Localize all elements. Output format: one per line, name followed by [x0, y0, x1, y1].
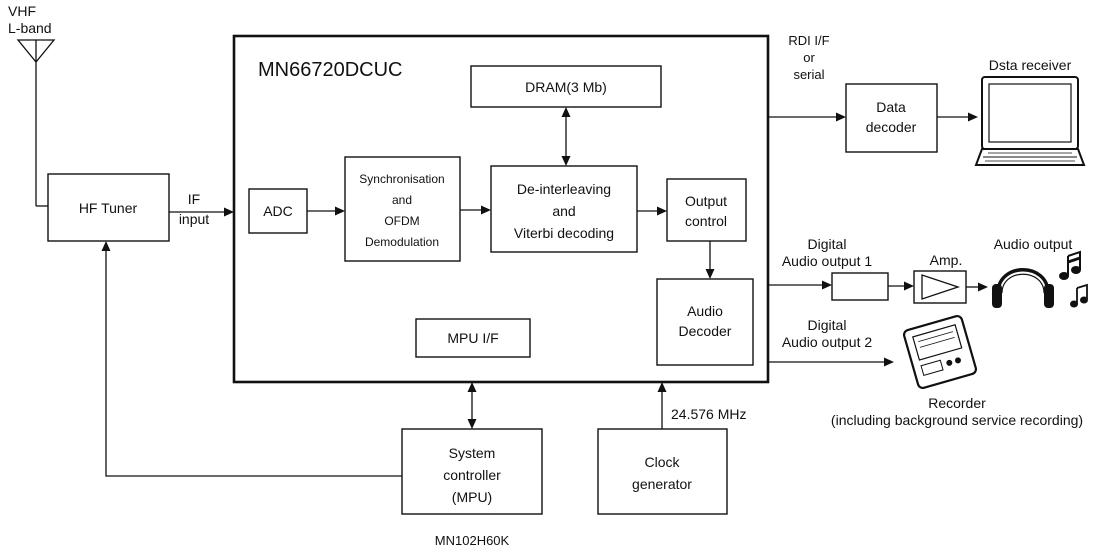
deint-to-output-arrow: [637, 206, 667, 216]
rdi-line3: serial: [793, 67, 824, 82]
output-to-audio-arrow: [705, 241, 715, 279]
dram-block: DRAM(3 Mb): [470, 65, 662, 108]
if-input-line2: input: [179, 211, 209, 227]
clock-line1: Clock: [644, 454, 680, 470]
amp-label: Amp.: [930, 252, 963, 268]
antenna: VHF L-band: [8, 3, 56, 207]
audio-decoder-line1: Audio: [687, 303, 723, 319]
clock-generator-block: Clock generator: [597, 428, 728, 515]
chip-to-controller-double-arrow: [467, 382, 477, 429]
system-controller-line2: controller: [443, 467, 501, 483]
headphones-icon: [992, 268, 1054, 308]
sync-line4: Demodulation: [365, 235, 439, 249]
dram-label: DRAM(3 Mb): [525, 79, 607, 95]
adc-block: ADC: [248, 188, 308, 234]
recorder-line1: Recorder: [928, 395, 986, 411]
chip-name: MN66720DCUC: [258, 59, 403, 81]
hf-tuner-label: HF Tuner: [79, 200, 138, 216]
digital-out1-line1: Digital: [808, 236, 847, 252]
output-control-line1: Output: [685, 193, 727, 209]
audio-out2-arrow: [768, 357, 894, 367]
digital-out1-line2: Audio output 1: [782, 253, 873, 269]
deint-line3: Viterbi decoding: [514, 225, 614, 241]
amp-icon: [913, 270, 967, 304]
digital-out2-line2: Audio output 2: [782, 334, 873, 350]
data-decoder-block: Data decoder: [845, 83, 938, 153]
sync-line3: OFDM: [384, 214, 419, 228]
antenna-label-line2: L-band: [8, 20, 52, 36]
music-notes-icon: [1059, 250, 1088, 308]
audio-decoder-block: Audio Decoder: [656, 278, 754, 366]
audio-output-label: Audio output: [994, 236, 1073, 252]
system-controller-line1: System: [449, 445, 496, 461]
data-decoder-line1: Data: [876, 99, 906, 115]
audio-out1-arrow: [768, 280, 832, 290]
laptop-icon: [974, 76, 1086, 166]
mpu-part-label: MN102H60K: [435, 533, 510, 548]
rdi-line1: RDI I/F: [788, 33, 829, 48]
output-control-line2: control: [685, 213, 727, 229]
rdi-arrow: [768, 112, 846, 122]
dram-deint-double-arrow: [561, 107, 571, 166]
if-input-line1: IF: [188, 191, 200, 207]
antenna-label-line1: VHF: [8, 3, 36, 19]
amp-to-headphones-arrow: [966, 282, 988, 292]
mpu-if-label: MPU I/F: [447, 330, 498, 346]
digital-out2-line1: Digital: [808, 317, 847, 333]
sync-line1: Synchronisation: [359, 172, 444, 186]
sync-ofdm-block: Synchronisation and OFDM Demodulation: [344, 156, 461, 262]
dac-block: [831, 272, 889, 301]
clock-line2: generator: [632, 476, 692, 492]
deint-line2: and: [552, 203, 575, 219]
audio-decoder-line2: Decoder: [679, 323, 732, 339]
mpu-if-block: MPU I/F: [415, 318, 531, 358]
deinterleaving-block: De-interleaving and Viterbi decoding: [490, 165, 638, 253]
recorder-icon: [902, 314, 978, 390]
sync-line2: and: [392, 193, 412, 207]
clock-frequency-label: 24.576 MHz: [671, 406, 746, 422]
output-control-block: Output control: [666, 178, 747, 242]
adc-to-sync-arrow: [307, 206, 345, 216]
system-controller-line3: (MPU): [452, 489, 492, 505]
antenna-icon: [16, 39, 56, 207]
sync-to-deint-arrow: [460, 205, 491, 215]
rdi-line2: or: [803, 50, 815, 65]
recorder-line2: (including background service recording): [831, 412, 1083, 428]
data-decoder-line2: decoder: [866, 119, 917, 135]
decoder-to-receiver-arrow: [937, 112, 978, 122]
data-receiver-label: Dsta receiver: [989, 57, 1072, 73]
hf-tuner-block: HF Tuner: [47, 173, 170, 242]
deint-line1: De-interleaving: [517, 181, 611, 197]
dac-to-amp-arrow: [888, 281, 914, 291]
if-arrow: [169, 207, 234, 217]
system-controller-block: System controller (MPU): [401, 428, 543, 515]
controller-to-tuner-arrow: [101, 241, 402, 477]
adc-label: ADC: [263, 203, 293, 219]
clock-to-chip-arrow: [657, 382, 667, 429]
